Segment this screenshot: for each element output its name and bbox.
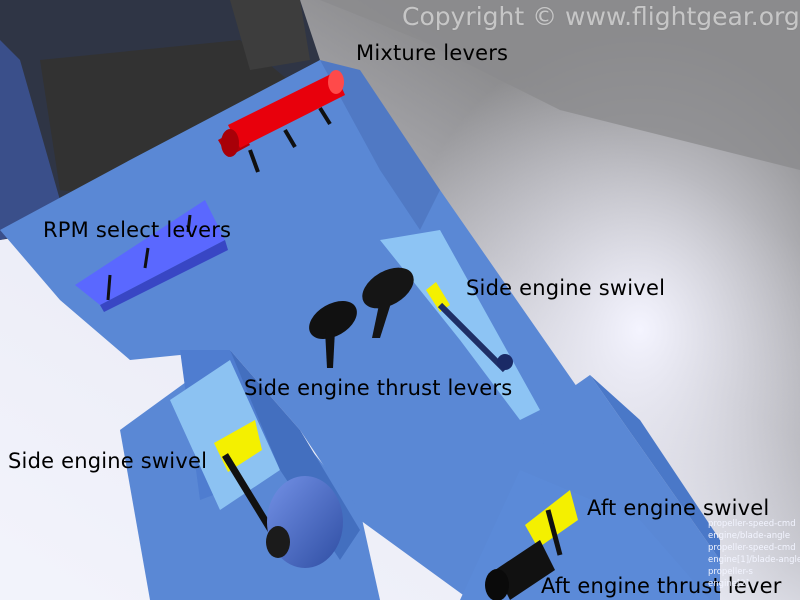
side-engine-thrust-levers[interactable]: [302, 259, 420, 368]
side-engine-swivel-left[interactable]: [214, 420, 343, 568]
rpm-select-levers[interactable]: [75, 200, 228, 312]
aft-engine-swivel[interactable]: [525, 490, 578, 556]
hud-line: propeller-speed-cmd: [708, 519, 796, 529]
side-engine-swivel-right[interactable]: [426, 282, 513, 373]
label-side-engine-thrust-levers: Side engine thrust levers: [244, 376, 513, 400]
label-aft-engine-thrust-lever: Aft engine thrust lever: [541, 574, 782, 598]
center-console: [0, 60, 720, 600]
dark-panel: [0, 0, 320, 240]
aft-engine-thrust-lever[interactable]: [485, 540, 555, 600]
hud-line: propeller-s: [708, 567, 753, 577]
hud-line: engine/blade-angle: [708, 531, 791, 541]
copyright-watermark: Copyright © www.flightgear.org: [402, 2, 800, 31]
label-side-engine-swivel-right: Side engine swivel: [466, 276, 666, 300]
hud-line: engine[1]/blade-angle: [708, 555, 800, 565]
hud-line: propeller-speed-cmd: [708, 543, 796, 553]
label-aft-engine-swivel: Aft engine swivel: [587, 496, 770, 520]
mixture-levers[interactable]: [218, 70, 345, 173]
label-mixture-levers: Mixture levers: [356, 41, 509, 65]
hud-line: engine[2]: [708, 579, 750, 589]
label-side-engine-swivel-left: Side engine swivel: [8, 449, 208, 473]
label-rpm-select-levers: RPM select levers: [43, 218, 232, 242]
property-readout-overlay: propeller-speed-cmd engine/blade-angle p…: [708, 518, 800, 600]
